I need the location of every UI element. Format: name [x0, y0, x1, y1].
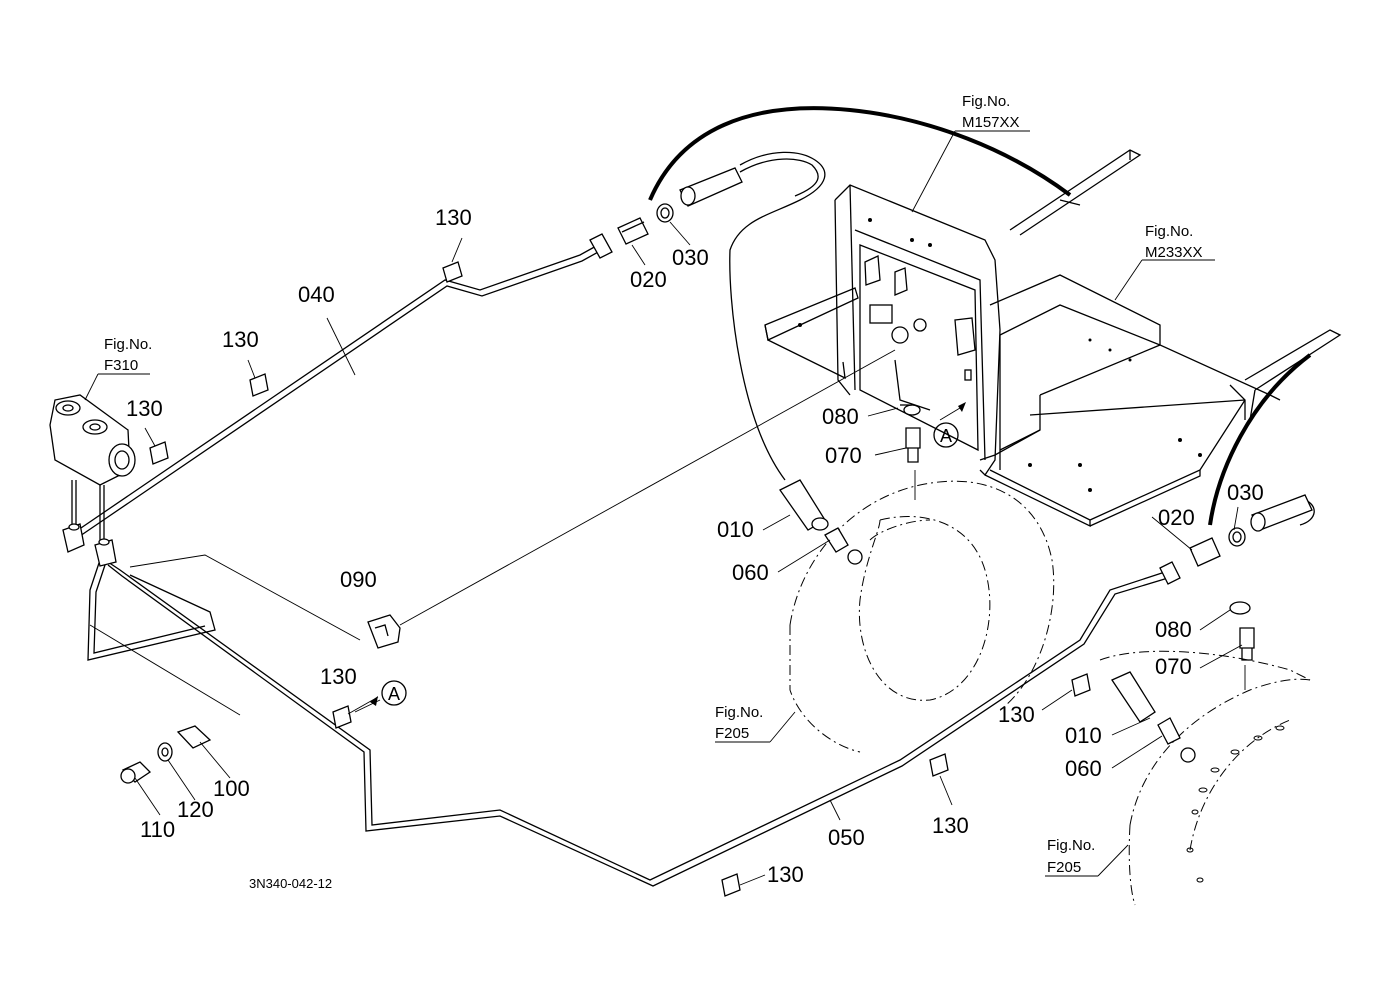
part-label-070-left: 070 — [825, 443, 862, 468]
fig-ref-m157-code: M157XX — [962, 114, 1020, 131]
part-label-130-valve: 130 — [126, 396, 163, 421]
fittings-right — [1111, 494, 1313, 763]
part-label-040: 040 — [298, 282, 335, 307]
reference-lines — [89, 349, 1246, 716]
part-label-080-right: 080 — [1155, 617, 1192, 642]
fig-ref-f205-right-code: F205 — [1047, 859, 1081, 876]
part-label-130-top: 130 — [435, 205, 472, 230]
marker-a-left: A — [370, 680, 407, 706]
part-label-060-right: 060 — [1065, 756, 1102, 781]
part-label-120: 120 — [177, 797, 214, 822]
figure-ref-leaders — [84, 130, 1215, 877]
fittings-left — [617, 167, 921, 565]
part-label-030-left: 030 — [672, 245, 709, 270]
right-wheel — [1099, 650, 1311, 906]
hose-left — [648, 106, 1072, 481]
brake-pipe-050 — [87, 559, 1181, 887]
fig-ref-f205-left-code: F205 — [715, 725, 749, 742]
marker-a-right-label: A — [940, 426, 952, 446]
fig-ref-f310-code: F310 — [104, 357, 138, 374]
fig-ref-m233-code: M233XX — [1145, 244, 1203, 261]
part-label-030-right: 030 — [1227, 480, 1264, 505]
part-label-130-wheel: 130 — [998, 702, 1035, 727]
part-label-100: 100 — [213, 776, 250, 801]
valve-fittings — [62, 523, 117, 567]
part-label-110: 110 — [140, 817, 175, 842]
fig-ref-f205-left-title: Fig.No. — [715, 704, 763, 721]
part-label-060-left: 060 — [732, 560, 769, 585]
part-label-010-left: 010 — [717, 517, 754, 542]
part-label-090: 090 — [340, 567, 377, 592]
bracket-090 — [367, 614, 401, 649]
part-label-080-left: 080 — [822, 404, 859, 429]
dashboard-panel — [834, 184, 1041, 477]
fig-ref-m233-title: Fig.No. — [1145, 223, 1193, 240]
part-label-130-lower: 130 — [320, 664, 357, 689]
part-label-020-left: 020 — [630, 267, 667, 292]
part-label-130-mid: 130 — [222, 327, 259, 352]
drawing-number: 3N340-042-12 — [249, 876, 332, 891]
brake-pipe-040 — [77, 233, 613, 537]
brake-valve — [49, 394, 136, 540]
part-label-130-bottom-right: 130 — [932, 813, 969, 838]
bolt-set — [120, 725, 212, 784]
fig-ref-f205-right-title: Fig.No. — [1047, 837, 1095, 854]
part-label-010-right: 010 — [1065, 723, 1102, 748]
part-label-050: 050 — [828, 825, 865, 850]
marker-a-right: A — [933, 402, 966, 448]
marker-a-left-label: A — [388, 684, 400, 704]
fig-ref-m157-title: Fig.No. — [962, 93, 1010, 110]
part-label-130-bottom: 130 — [767, 862, 804, 887]
leader-lines — [134, 221, 1243, 886]
clips — [149, 261, 1091, 897]
part-label-020-right: 020 — [1158, 505, 1195, 530]
frame-assembly — [764, 149, 1342, 528]
part-label-070-right: 070 — [1155, 654, 1192, 679]
fig-ref-f310-title: Fig.No. — [104, 336, 152, 353]
